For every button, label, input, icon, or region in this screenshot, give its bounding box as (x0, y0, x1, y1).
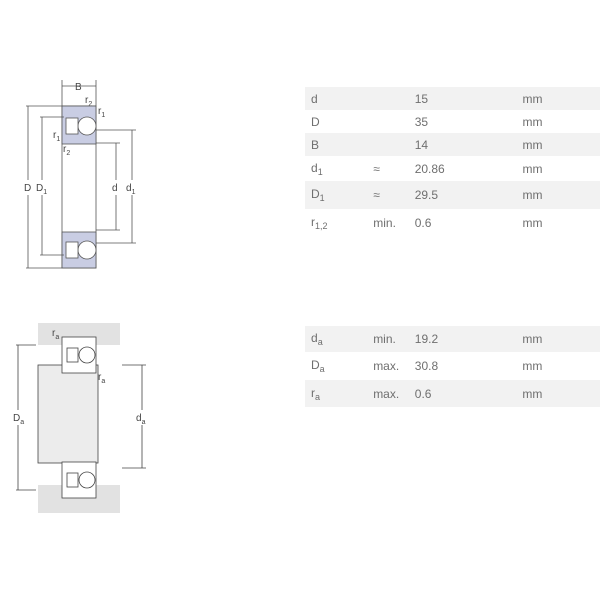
label-subscript: 1 (132, 189, 136, 196)
qualifier (367, 110, 408, 133)
label-da: da (136, 413, 146, 426)
label-B: B (75, 82, 82, 93)
symbol-sub: a (319, 364, 325, 374)
label-subscript: 1 (56, 136, 60, 143)
unit: mm (516, 133, 600, 156)
label-r2-top: r2 (85, 95, 92, 108)
unit: mm (516, 87, 600, 110)
symbol: D1 (305, 181, 368, 209)
symbol: d (305, 87, 368, 110)
label-subscript: a (142, 419, 146, 426)
label-ra-top: ra (52, 328, 59, 341)
qualifier: min. (367, 326, 409, 352)
qualifier: max. (373, 359, 400, 373)
table-row: r1,2 min. 0.6 mm (305, 209, 600, 237)
qualifier (367, 87, 409, 110)
unit: mm (522, 161, 543, 176)
value: 20.86 (414, 161, 445, 176)
bearing-dimension-diagram: B D D1 d d1 r2 r1 r1 r2 (24, 80, 136, 269)
symbol-sub: 1 (317, 166, 323, 177)
value: 0.6 (414, 216, 432, 230)
unit: mm (516, 326, 600, 352)
value: 35 (414, 114, 429, 129)
value: 14 (408, 133, 517, 156)
table-row: d1 ≈20.86 mm (305, 156, 600, 181)
symbol: B (305, 133, 368, 156)
label-subscript: 1 (101, 112, 105, 119)
label-subscript: a (20, 419, 24, 426)
label-ra: ra (98, 372, 105, 385)
symbol: D (311, 114, 320, 129)
unit: mm (522, 359, 543, 373)
qualifier: min. (373, 216, 396, 230)
label-D1: D1 (36, 183, 47, 196)
symbol-sub: 1 (319, 193, 325, 203)
label-subscript: 2 (66, 150, 70, 157)
unit: mm (522, 216, 543, 230)
qualifier: ≈ (367, 181, 409, 209)
label-subscript: a (101, 378, 105, 385)
table-row: Da max. 30.8 mm (305, 352, 600, 380)
symbol-main: D (311, 358, 320, 372)
symbol: r1,2 (305, 209, 367, 237)
unit: mm (516, 181, 600, 209)
table-row: D 35 mm (305, 110, 600, 133)
mounting-dimension-diagram: Da da ra ra (13, 323, 146, 513)
label-d1: d1 (126, 183, 136, 196)
value: 29.5 (408, 181, 517, 209)
symbol: ra (305, 380, 368, 407)
label-Da: Da (13, 413, 24, 426)
unit: mm (522, 114, 543, 129)
label-subscript: 2 (88, 101, 92, 108)
symbol-main: d (311, 331, 318, 345)
label-r1: r1 (53, 130, 60, 143)
value: 0.6 (408, 380, 517, 407)
label-subscript: 1 (43, 189, 47, 196)
symbol-sub: a (317, 337, 323, 347)
label-r2: r2 (63, 144, 70, 157)
symbol-sub: 1,2 (315, 221, 328, 231)
unit: mm (516, 380, 600, 407)
qualifier: ≈ (373, 161, 380, 176)
symbol-main: D (311, 187, 320, 201)
symbol: Da (305, 352, 367, 380)
value: 30.8 (414, 359, 439, 373)
label-d: d (112, 183, 118, 194)
value: 19.2 (408, 326, 517, 352)
symbol-main: r (311, 385, 315, 400)
qualifier: max. (367, 380, 409, 407)
symbol: da (305, 326, 368, 352)
qualifier (367, 133, 409, 156)
label-D: D (24, 183, 31, 194)
symbol: d1 (305, 156, 367, 181)
symbol-main: r (311, 215, 315, 229)
symbol-sub: a (315, 391, 321, 402)
value: 15 (408, 87, 517, 110)
label-subscript: a (55, 334, 59, 341)
symbol-main: d (311, 160, 318, 175)
label-r1-top: r1 (98, 106, 105, 119)
